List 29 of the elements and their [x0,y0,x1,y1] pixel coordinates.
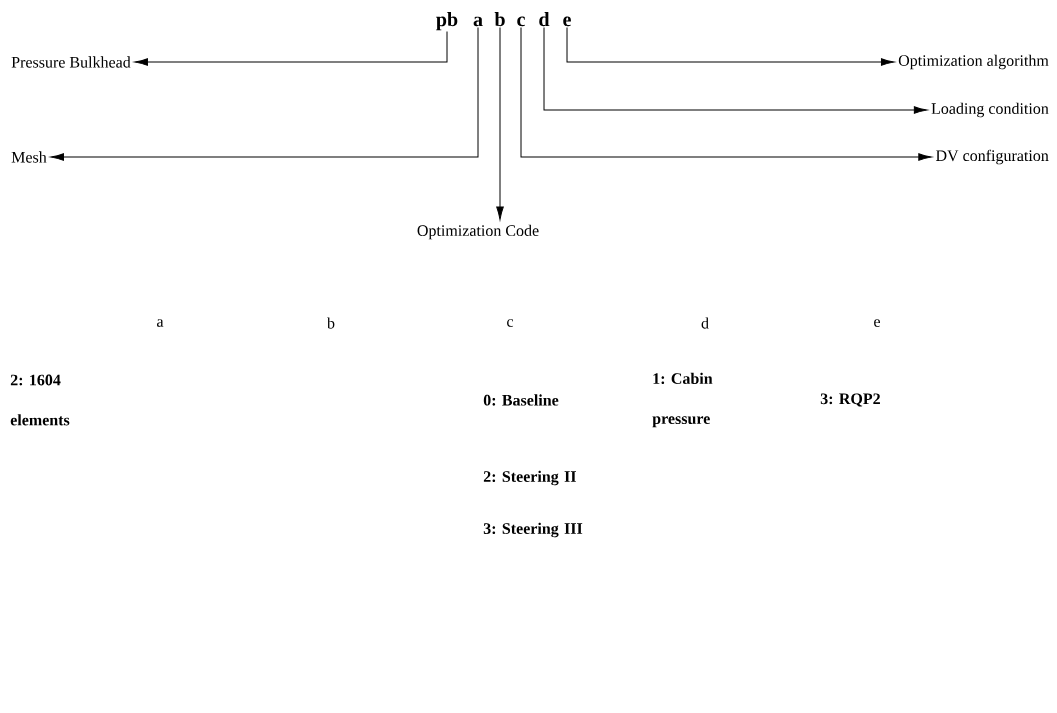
arrow [50,26,479,161]
table-cell: 3: RQP2 [820,393,880,407]
table-cell: 1: Cabin pressure [652,372,713,428]
arrow [520,26,932,161]
field-label: Mesh [11,151,47,163]
code-letter: d [539,12,550,27]
field-label: Loading condition [931,102,1049,118]
column-header: e [874,319,880,327]
arrow [543,26,928,114]
field-label: Optimization Code [417,224,539,240]
column-header: a [157,319,164,327]
code-letter: a [473,16,483,27]
code-letter: e [563,16,571,27]
arrow [134,30,448,66]
arrow [566,26,895,66]
code-letter: b [494,12,505,27]
field-label: Pressure Bulkhead [11,56,131,68]
code-letter: c [517,16,525,27]
column-header: d [701,317,709,329]
column-header: c [507,319,514,327]
table-cell: 2: Steering II [483,470,576,486]
arrow [496,26,504,220]
column-header: b [327,317,335,329]
table-cell: 3: Steering III [483,522,583,538]
code-letter: pb [436,12,458,31]
field-label: Optimization algorithm [898,54,1049,70]
table-cell: 2: 1604 elements [10,374,70,426]
table-cell: 0: Baseline [483,394,559,406]
field-label: DV configuration [935,149,1049,165]
